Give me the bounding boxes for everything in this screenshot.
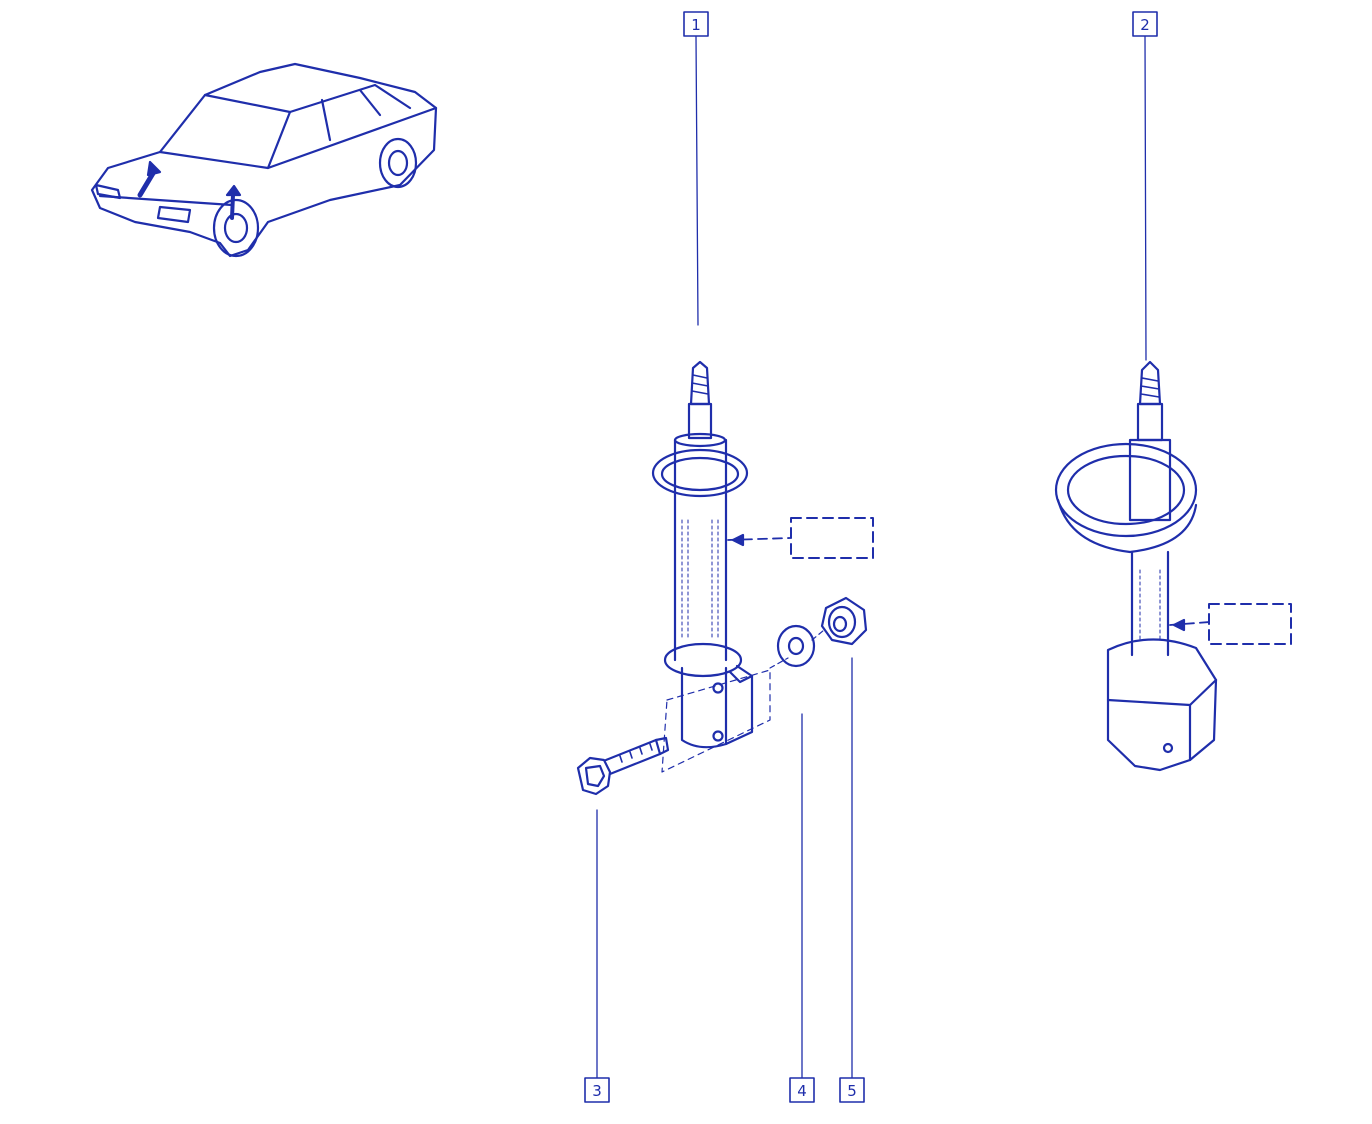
shock-absorber-1-icon — [651, 360, 791, 773]
callout-2-label: 2 — [1140, 16, 1150, 34]
callout-5-label: 5 — [847, 1082, 857, 1100]
callout-4-label: 4 — [797, 1082, 807, 1100]
callout-2-box — [1132, 11, 1158, 37]
car-locator-icon — [90, 62, 438, 258]
callout-3-label: 3 — [592, 1082, 602, 1100]
callout-1-label: 1 — [691, 16, 701, 34]
shock-absorber-2-icon — [1054, 360, 1218, 772]
leader-lines — [596, 35, 1147, 1079]
callout-3-box — [584, 1077, 610, 1103]
reference-box-2 — [1208, 603, 1292, 645]
callout-1-box — [683, 11, 709, 37]
bolt-icon — [576, 736, 670, 796]
nut-icon — [811, 596, 868, 646]
callout-5-box — [839, 1077, 865, 1103]
callout-4-box — [789, 1077, 815, 1103]
washer-icon — [769, 624, 816, 669]
reference-box-1 — [790, 517, 874, 559]
